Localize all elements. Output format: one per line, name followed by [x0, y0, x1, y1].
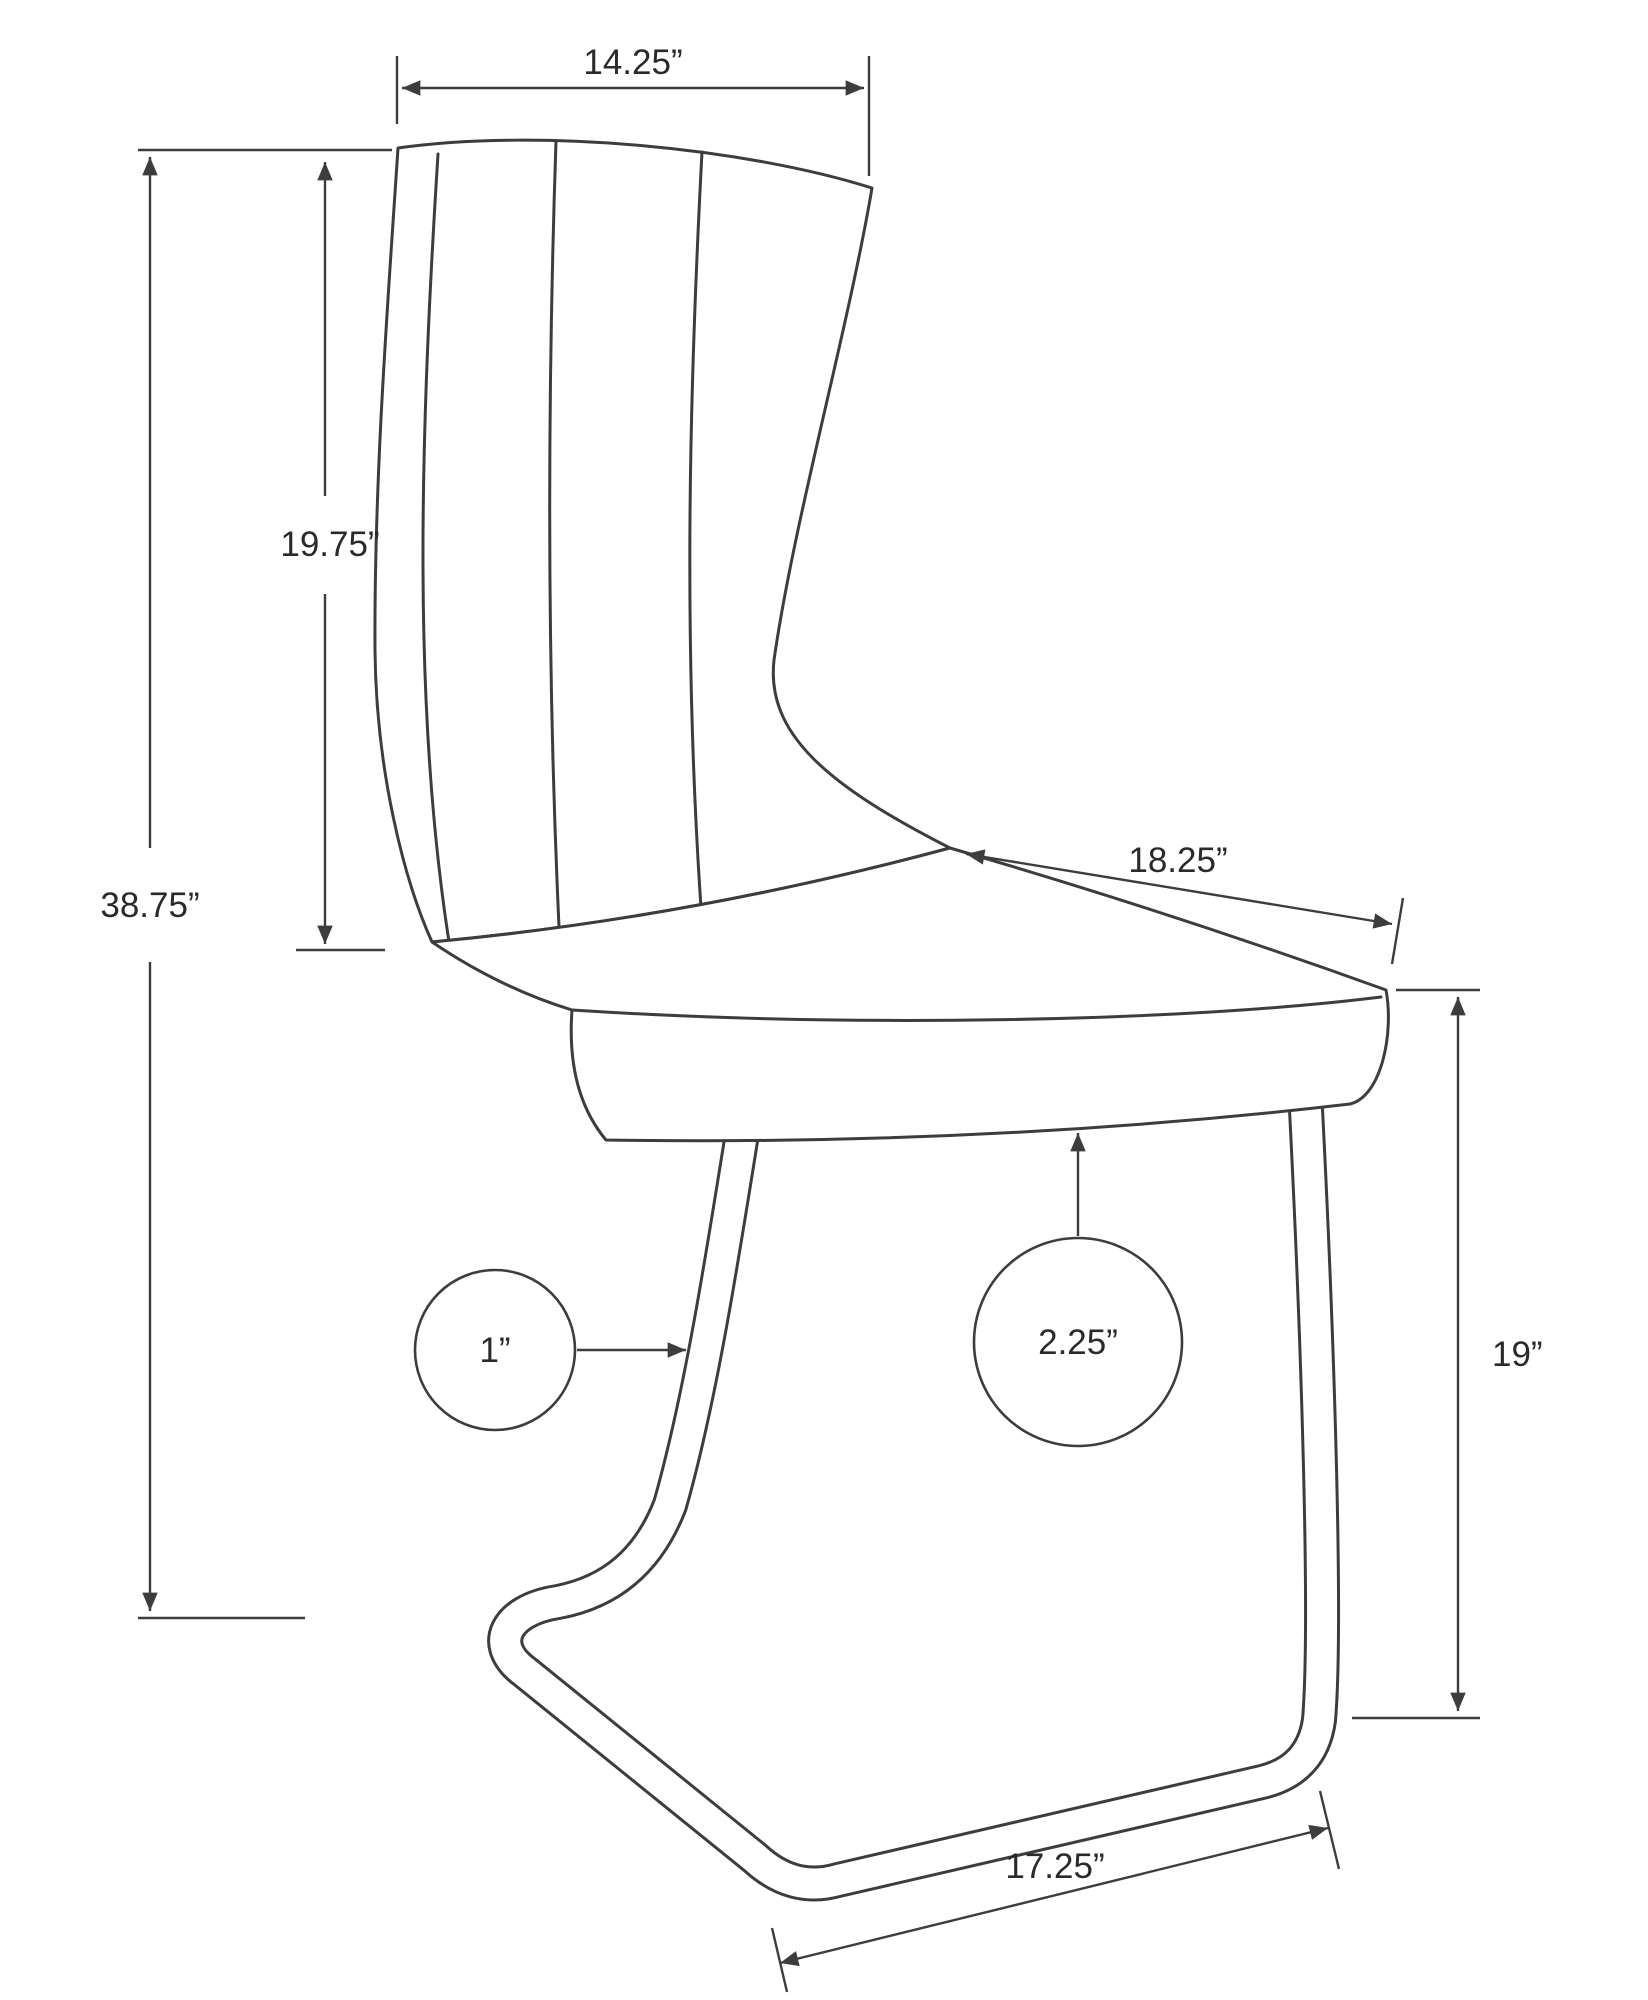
dim-base-depth-tick-left: [770, 1927, 789, 1993]
dim-label-base-depth: 17.25”: [1005, 1847, 1104, 1886]
callout-label-seat-thickness: 2.25”: [1038, 1323, 1118, 1362]
seat-thickness-circle: [972, 1236, 1184, 1448]
callout-label-tube-diameter: 1”: [479, 1331, 510, 1370]
dim-label-top-width: 14.25”: [583, 43, 682, 82]
dim-base-depth-line: [779, 1824, 1329, 1967]
seat-front-edge-line: [570, 995, 1383, 1022]
dim-seat-height: 19”: [1352, 988, 1543, 1720]
dim-seat-depth: 18.25”: [965, 841, 1405, 965]
dim-base-depth-tick-right: [1318, 1790, 1341, 1870]
dim-base-depth: 17.25”: [770, 1790, 1341, 1993]
dim-backrest-height: 19.75”: [280, 162, 385, 952]
base-tube-fill: [490, 1089, 1338, 1899]
dim-seat-depth-tick-right: [1390, 897, 1405, 965]
chair-base-tube: [487, 1089, 1341, 1902]
dim-top-width: 14.25”: [395, 43, 871, 176]
backrest-outline: [373, 138, 952, 944]
dim-label-seat-depth: 18.25”: [1128, 841, 1227, 880]
dim-overall-height: 38.75”: [100, 148, 392, 1620]
backrest-stitch-line-right: [688, 150, 704, 924]
backrest-side-thickness-line: [421, 152, 452, 950]
tube-diameter-circle: [413, 1268, 577, 1432]
chair-backrest: [373, 138, 952, 950]
backrest-stitch-line-left: [548, 139, 562, 950]
dim-label-overall-height: 38.75”: [100, 886, 199, 925]
callout-tube-diameter: 1”: [413, 1268, 686, 1432]
callout-seat-thickness: 2.25”: [972, 1133, 1184, 1448]
dim-seat-depth-line: [965, 849, 1393, 929]
dim-label-backrest-height: 19.75”: [280, 525, 379, 564]
dim-label-seat-height: 19”: [1492, 1335, 1543, 1374]
